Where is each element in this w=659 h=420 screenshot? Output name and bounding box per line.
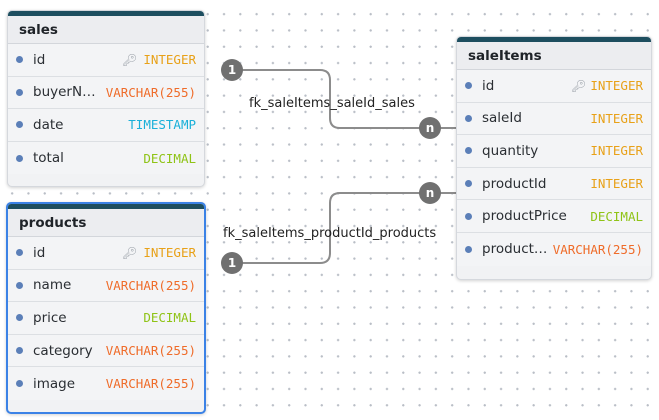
key-icon: 🔑︎ [122,245,138,260]
field-handle-icon[interactable] [465,147,472,155]
table-title[interactable]: saleItems [457,42,651,70]
field-row[interactable]: id 🔑︎ INTEGER [457,70,651,103]
key-icon: 🔑︎ [571,78,587,93]
field-row[interactable]: productId INTEGER [457,167,651,201]
field-row[interactable]: saleId INTEGER [457,102,651,136]
field-name: productPrice [482,208,567,225]
field-type: DECIMAL [143,310,196,326]
relationship-label-productid[interactable]: fk_saleItems_productId_products [223,226,437,241]
field-name: saleId [482,110,522,127]
field-row[interactable]: productPrice DECIMAL [457,200,651,233]
field-row[interactable]: category VARCHAR(255) [8,334,204,368]
field-handle-icon[interactable] [16,347,23,355]
key-icon: 🔑︎ [122,52,138,67]
table-saleitems[interactable]: saleItems id 🔑︎ INTEGER saleId INTEGER q… [456,36,652,280]
table-title[interactable]: products [8,209,204,237]
field-type: INTEGER [590,176,643,192]
cardinality-many-badge: n [419,182,441,204]
edge-saleid[interactable] [232,69,456,129]
field-handle-icon[interactable] [16,56,23,64]
cardinality-one-badge: 1 [221,252,243,274]
field-name: id [33,244,46,261]
relationship-label-saleid[interactable]: fk_saleItems_saleId_sales [249,96,415,111]
field-handle-icon[interactable] [16,249,23,257]
edge-productid[interactable] [232,192,456,264]
field-name: productId [482,175,547,192]
field-type: INTEGER [590,110,643,126]
field-type: INTEGER [143,245,196,261]
field-name: id [33,51,46,68]
field-name: buyerNa… [33,84,103,101]
field-type: VARCHAR(255) [105,277,196,293]
field-type: DECIMAL [143,150,196,166]
field-name: id [482,77,495,94]
table-sales[interactable]: sales id 🔑︎ INTEGER buyerNa… VARCHAR(255… [7,10,205,187]
field-row[interactable]: date TIMESTAMP [8,109,204,142]
field-row[interactable]: price DECIMAL [8,302,204,335]
field-type: INTEGER [590,78,643,94]
field-handle-icon[interactable] [16,380,23,388]
field-row[interactable]: id 🔑︎ INTEGER [8,44,204,77]
field-handle-icon[interactable] [16,121,23,129]
field-row[interactable]: image VARCHAR(255) [8,367,204,400]
table-products[interactable]: products id 🔑︎ INTEGER name VARCHAR(255)… [6,202,206,414]
field-type: VARCHAR(255) [105,343,196,359]
field-row[interactable]: buyerNa… VARCHAR(255) [8,76,204,110]
field-type: VARCHAR(255) [552,241,643,257]
field-handle-icon[interactable] [16,154,23,162]
table-header-bar [457,37,651,42]
field-name: total [33,150,64,167]
field-handle-icon[interactable] [465,212,472,220]
field-type: DECIMAL [590,208,643,224]
field-handle-icon[interactable] [16,88,23,96]
field-type: INTEGER [143,52,196,68]
cardinality-many-badge: n [419,117,441,139]
field-handle-icon[interactable] [16,314,23,322]
field-row[interactable]: id 🔑︎ INTEGER [8,237,204,270]
field-row[interactable]: product… VARCHAR(255) [457,232,651,266]
table-title[interactable]: sales [8,16,204,44]
field-name: category [33,342,93,359]
table-header-bar [8,11,204,16]
field-type: INTEGER [590,143,643,159]
field-type: VARCHAR(255) [105,376,196,392]
field-handle-icon[interactable] [465,245,472,253]
field-row[interactable]: total DECIMAL [8,141,204,175]
field-handle-icon[interactable] [465,114,472,122]
cardinality-one-badge: 1 [221,59,243,81]
field-name: image [33,375,76,392]
field-handle-icon[interactable] [465,180,472,188]
field-handle-icon[interactable] [465,82,472,90]
field-handle-icon[interactable] [16,281,23,289]
field-name: product… [482,241,548,258]
field-row[interactable]: name VARCHAR(255) [8,269,204,303]
field-name: date [33,116,64,133]
field-name: quantity [482,142,539,159]
field-name: name [33,277,72,294]
field-name: price [33,309,67,326]
field-type: VARCHAR(255) [105,84,196,100]
field-type: TIMESTAMP [128,117,196,133]
field-row[interactable]: quantity INTEGER [457,135,651,168]
table-header-bar [8,204,204,209]
